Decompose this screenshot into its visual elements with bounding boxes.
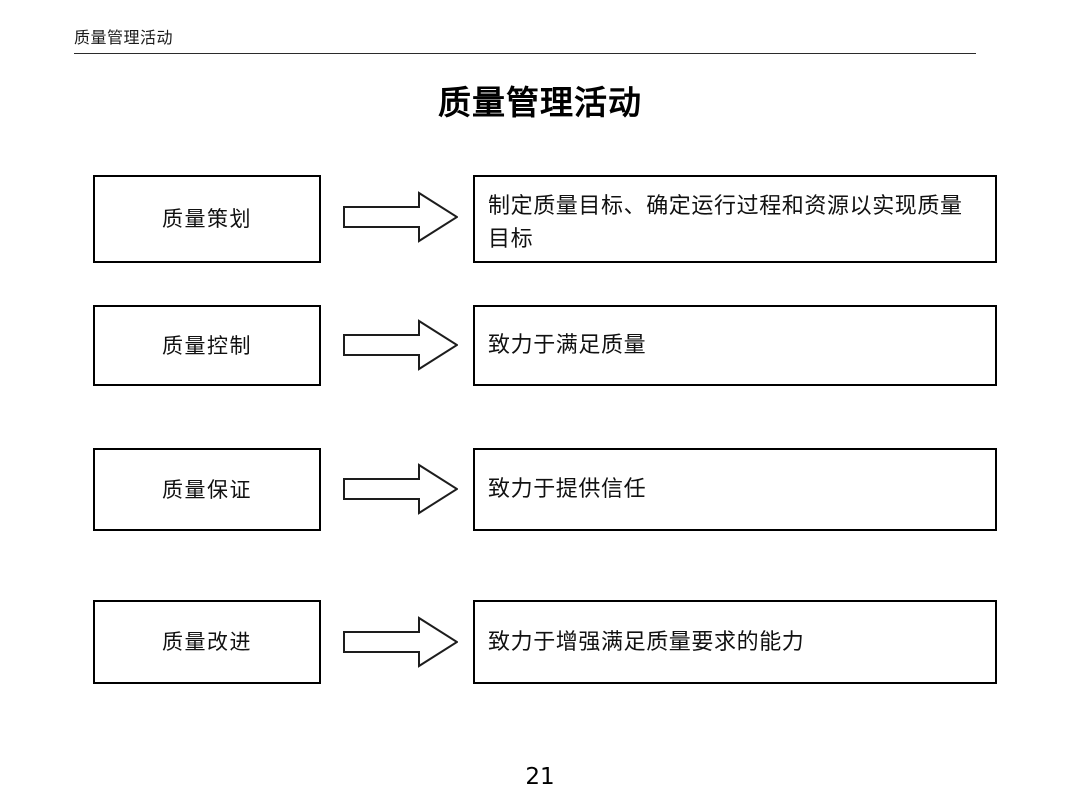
activity-label: 质量保证 [162,477,252,502]
description-box[interactable]: 致力于提供信任 [473,448,997,531]
header-divider [74,53,976,54]
slide-header-title: 质量管理活动 [74,28,174,47]
right-block-arrow-icon [343,191,458,243]
activity-box[interactable]: 质量改进 [93,600,321,684]
activity-label: 质量控制 [162,333,252,358]
description-box[interactable]: 致力于满足质量 [473,305,997,386]
page-number: 21 [525,764,555,790]
description-label: 致力于满足质量 [488,333,647,358]
activity-label: 质量改进 [162,630,252,654]
description-label: 致力于提供信任 [488,477,647,502]
diagram-row: 质量控制 致力于满足质量 [0,305,1080,386]
right-block-arrow-icon [343,319,458,371]
right-block-arrow-icon [343,616,458,668]
right-block-arrow-icon [343,463,458,515]
description-label: 致力于增强满足质量要求的能力 [488,629,805,655]
page-title: 质量管理活动 [438,83,642,122]
diagram-row: 质量改进 致力于增强满足质量要求的能力 [0,600,1080,684]
description-label: 制定质量目标、确定运行过程和资源以实现质量目标 [488,194,963,252]
slide-header: 质量管理活动 [74,28,976,58]
diagram-row: 质量策划 制定质量目标、确定运行过程和资源以实现质量目标 [0,175,1080,263]
description-box[interactable]: 致力于增强满足质量要求的能力 [473,600,997,684]
description-box[interactable]: 制定质量目标、确定运行过程和资源以实现质量目标 [473,175,997,263]
activity-box[interactable]: 质量控制 [93,305,321,386]
activity-box[interactable]: 质量策划 [93,175,321,263]
diagram-row: 质量保证 致力于提供信任 [0,448,1080,531]
activity-label: 质量策划 [162,207,252,231]
activity-box[interactable]: 质量保证 [93,448,321,531]
